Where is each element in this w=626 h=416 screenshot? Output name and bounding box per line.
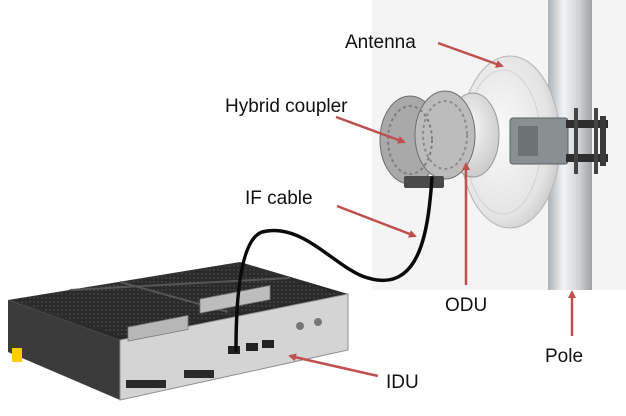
hybrid-coupler-unit: [379, 90, 476, 188]
if-cable: [234, 176, 434, 352]
if-cable-arrow: [336, 204, 417, 238]
if-cable-label: IF cable: [245, 188, 313, 209]
idu-label: IDU: [386, 372, 419, 393]
idu-chassis: [8, 262, 349, 401]
hybrid-coupler-arrow: [335, 115, 406, 144]
odu-label: ODU: [445, 295, 488, 316]
idu-arrow: [288, 353, 379, 378]
antenna-label: Antenna: [345, 32, 416, 53]
pole-label: Pole: [545, 346, 584, 367]
mounting-bracket: [509, 108, 608, 174]
hybrid-coupler-label: Hybrid coupler: [225, 96, 348, 117]
antenna-arrow: [437, 41, 504, 68]
